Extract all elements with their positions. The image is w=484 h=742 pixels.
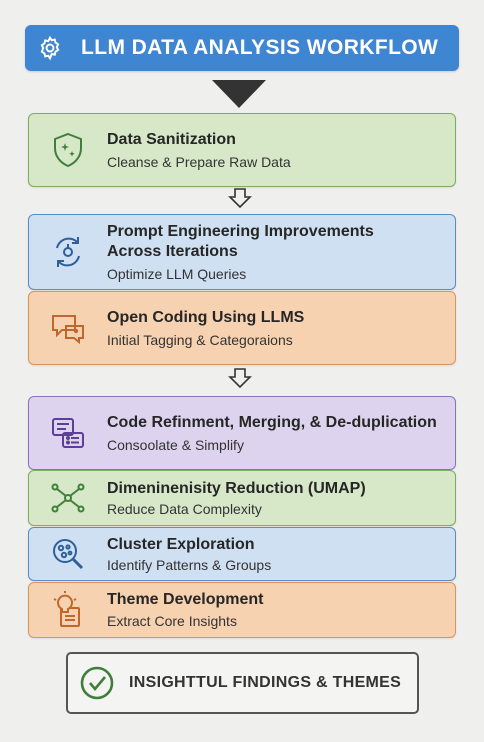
step-title: Data Sanitization [107,130,236,148]
step-title: Code Refinment, Merging, & De-duplicatio… [107,413,437,431]
step-subtitle: Initial Tagging & Categoraions [107,331,293,348]
shield-sparkle-icon [54,132,82,168]
step-subtitle: Reduce Data Complexity [107,500,262,517]
checkmark-circle-icon [80,666,114,700]
step-open-coding: Open Coding Using LLMS Initial Tagging &… [28,291,456,365]
step-dimensionality-reduction: Dimeninenisity Reduction (UMAP) Reduce D… [28,470,456,526]
workflow-title: LLM DATA ANALYSIS WORKFLOW [81,36,439,59]
step-subtitle: Extract Core Insights [107,613,237,629]
step-title: Dimeninenisity Reduction (UMAP) [107,479,366,497]
final-outcome-label: INSIGHTTUL FINDINGS & THEMES [129,674,402,691]
step-subtitle: Consoolate & Simplify [107,436,244,453]
down-chevron-icon [228,368,252,389]
network-nodes-icon [51,483,85,513]
step-title: Theme Development [107,591,264,608]
list-merge-icon [52,418,84,448]
lightbulb-document-icon [53,591,80,627]
final-outcome-box: INSIGHTTUL FINDINGS & THEMES [66,652,419,714]
down-arrow-icon [212,80,266,108]
step-subtitle: Identify Patterns & Groups [107,556,272,573]
gear-icon [40,35,60,61]
chat-tag-icon [52,315,84,345]
step-data-sanitization: Data Sanitization Cleanse & Prepare Raw … [28,113,456,187]
step-subtitle: Cleanse & Prepare Raw Data [107,153,291,170]
step-subtitle: Optimize LLM Queries [107,265,247,282]
step-title: Prompt Engineering Improvements Across I… [107,222,374,260]
step-title: Open Coding Using LLMS [107,308,305,326]
down-chevron-icon [228,188,252,209]
step-theme-development: Theme Development Extract Core Insights [28,582,456,638]
step-prompt-engineering: Prompt Engineering Improvements Across I… [28,214,456,290]
workflow-header: LLM DATA ANALYSIS WORKFLOW [25,25,459,71]
step-title: Cluster Exploration [107,535,255,553]
step-cluster-exploration: Cluster Exploration Identify Patterns & … [28,527,456,581]
refresh-cycle-icon [56,237,80,267]
step-code-refinement: Code Refinment, Merging, & De-duplicatio… [28,396,456,470]
magnifier-cluster-icon [53,539,84,570]
